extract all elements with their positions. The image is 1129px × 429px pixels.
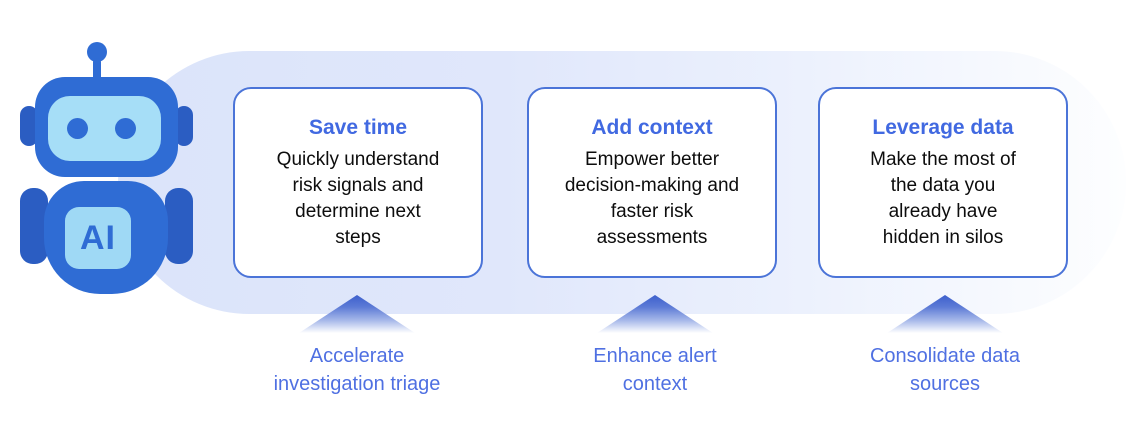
robot-face: [48, 96, 161, 161]
card-body: Quickly understand risk signals and dete…: [276, 149, 440, 248]
robot-arm-left: [20, 188, 48, 264]
ai-robot-icon: AI: [0, 0, 215, 310]
robot-ai-badge: AI: [65, 207, 131, 269]
caption-consolidate-data: Consolidate data sources: [869, 345, 1021, 395]
card-title: Add context: [591, 116, 713, 139]
robot-antenna-ball: [87, 42, 107, 62]
card-body: Make the most of the data you already ha…: [870, 149, 1016, 248]
caption-accelerate-triage: Accelerate investigation triage: [273, 345, 441, 395]
card-title: Leverage data: [872, 116, 1014, 139]
robot-arm-right: [165, 188, 193, 264]
card-save-time: Save time Quickly understand risk signal…: [233, 87, 483, 278]
caption-enhance-context: Enhance alert context: [593, 345, 717, 395]
card-leverage-data: Leverage data Make the most of the data …: [818, 87, 1068, 278]
robot-ear-right: [175, 106, 193, 146]
card-body: Empower better decision-making and faste…: [564, 149, 740, 248]
robot-eye-right: [115, 118, 136, 139]
robot-antenna-stem: [93, 58, 101, 84]
robot-eye-left: [67, 118, 88, 139]
robot-ear-left: [20, 106, 38, 146]
card-title: Save time: [308, 116, 408, 139]
card-add-context: Add context Empower better decision-maki…: [527, 87, 777, 278]
